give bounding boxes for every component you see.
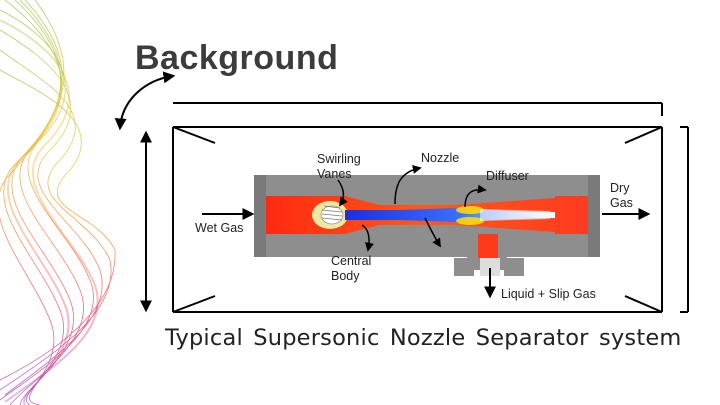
separator-pipe: [254, 175, 600, 276]
label-central-body: Central Body: [331, 254, 372, 283]
central-body-pointer: [361, 224, 374, 252]
label-liquid-slip-gas: Liquid + Slip Gas: [501, 287, 596, 301]
slide-title: Background: [135, 38, 339, 77]
label-diffuser: Diffuser: [486, 169, 529, 183]
decorative-swirl-graphic: [0, 0, 116, 405]
diffuser-pointer: [464, 184, 487, 208]
diagram-caption: Typical Supersonic Nozzle Separator syst…: [165, 325, 682, 351]
label-wet-gas: Wet Gas: [195, 221, 244, 235]
frame-lines: [172, 102, 689, 313]
label-nozzle: Nozzle: [421, 151, 460, 165]
label-dry-gas: Dry Gas: [610, 181, 633, 210]
diffuser-side-pointer: [424, 217, 441, 248]
label-swirling-vanes: Swirling Vanes: [317, 152, 361, 181]
swirling-vanes-pointer: [337, 179, 348, 207]
curved-dimension-arrow: [114, 71, 176, 131]
nozzle-pointer: [394, 165, 422, 205]
